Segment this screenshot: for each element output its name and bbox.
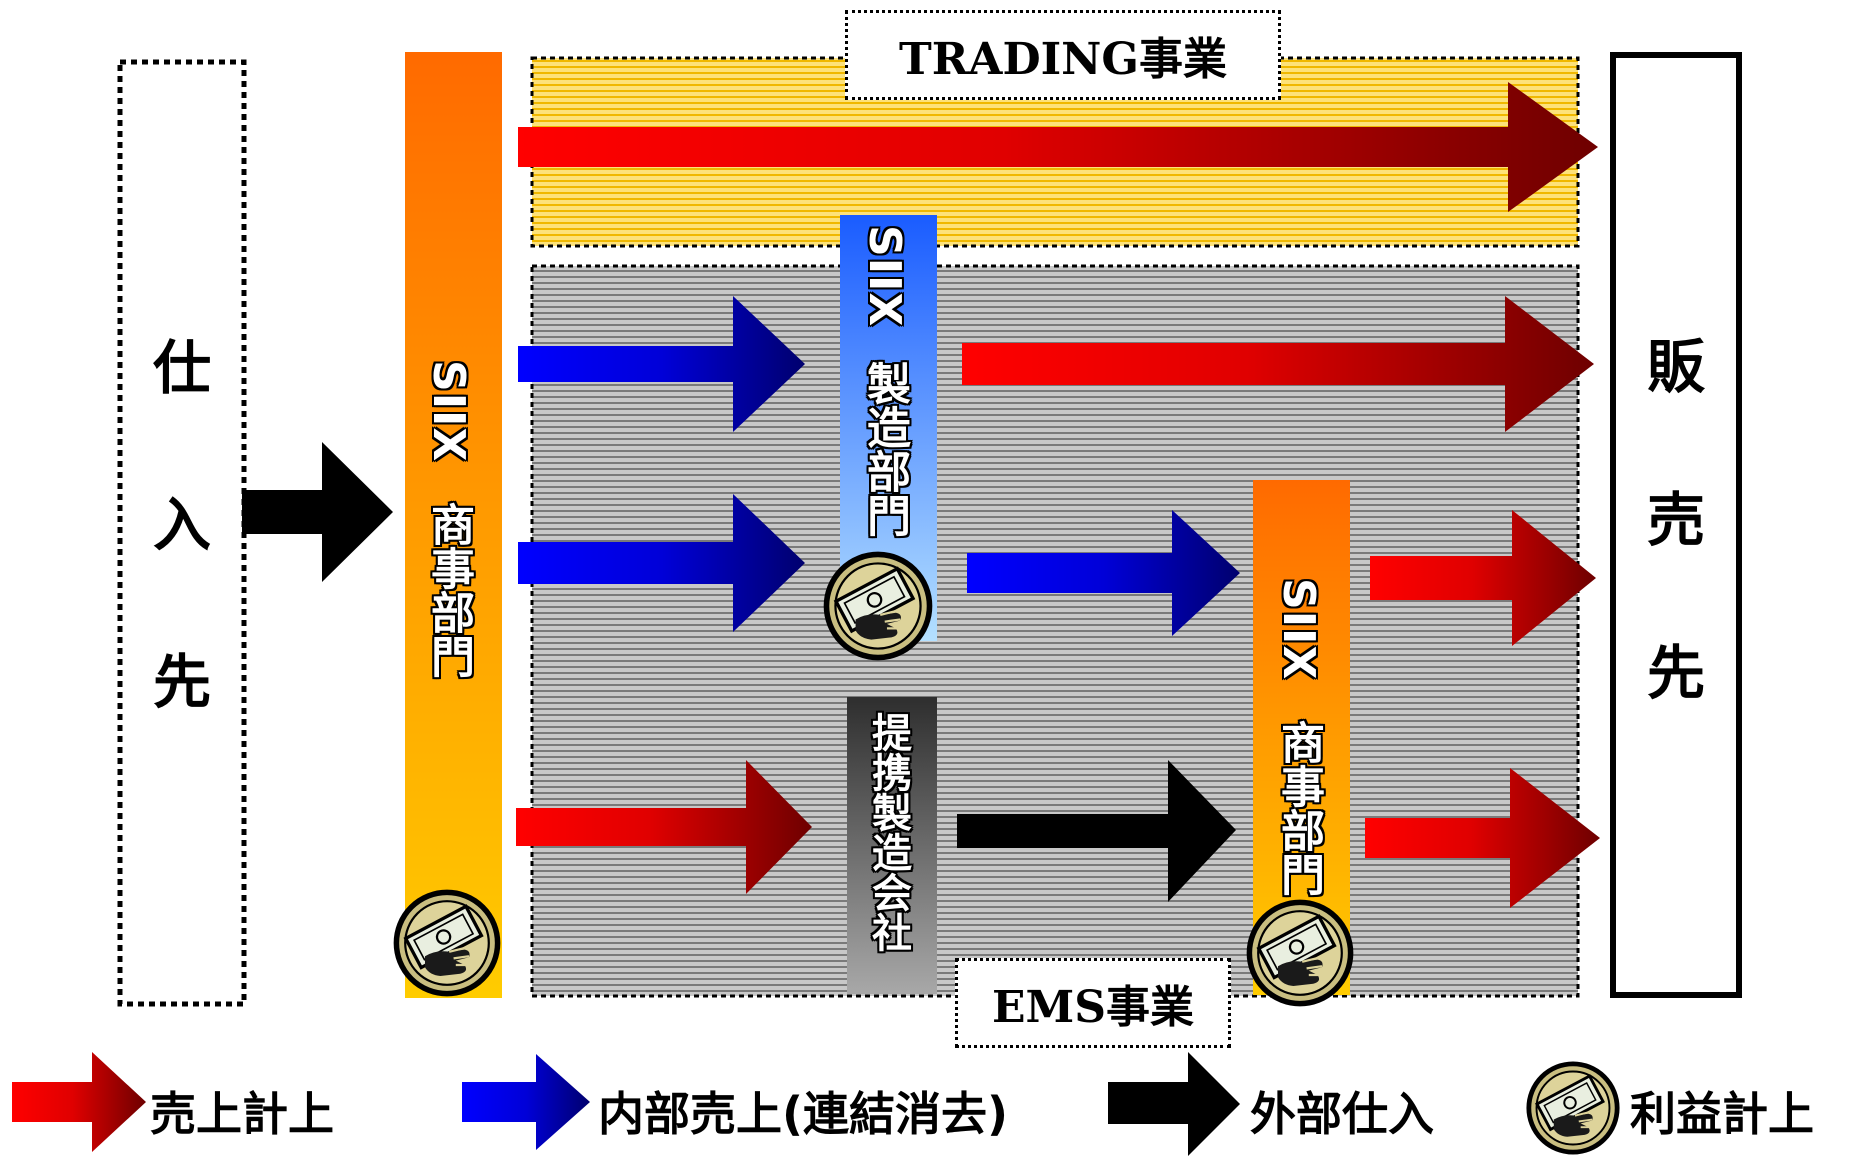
siix-trade-left-label: SIIX 商事部門 xyxy=(423,360,474,679)
profit-icon-manufacturing xyxy=(826,554,929,657)
legend-profit-icon xyxy=(1529,1064,1617,1152)
siix-manufacturing-en: SIIX xyxy=(859,225,910,328)
ems-band xyxy=(530,264,1580,998)
siix-trade-left-en: SIIX xyxy=(423,360,474,463)
sales-arrow-ems-3 xyxy=(516,760,812,894)
sales-arrow-manufacturing xyxy=(962,296,1594,432)
supplier-label: 仕 入 先 xyxy=(152,334,211,716)
partner-manufacturer-ja: 提携製造会社 xyxy=(865,712,911,952)
purchase-arrow-partner xyxy=(957,760,1236,902)
siix-manufacturing-label: SIIX 製造部門 xyxy=(859,225,910,538)
trading-section-label: TRADING事業 xyxy=(845,10,1281,100)
supplier-box xyxy=(117,59,247,1007)
siix-trade-right-label: SIIX 商事部門 xyxy=(1273,578,1324,897)
siix-trade-right-en: SIIX xyxy=(1273,578,1324,681)
partner-manufacturer-label: 提携製造会社 xyxy=(865,712,911,952)
internal-arrow-ems-1 xyxy=(518,296,805,432)
sales-arrow-trading xyxy=(518,82,1598,212)
internal-arrow-mfg-to-trade xyxy=(967,510,1240,636)
customer-label: 販 売 先 xyxy=(1646,332,1705,708)
purchase-arrow-supplier xyxy=(242,442,393,582)
internal-arrow-ems-2 xyxy=(518,494,805,632)
profit-icon-right xyxy=(1249,902,1350,1003)
profit-icon-left xyxy=(396,892,497,993)
legend-purchase-arrow xyxy=(1108,1052,1240,1156)
legend-internal-label: 内部売上(連結消去) xyxy=(598,1087,1009,1141)
sales-arrow-right-upper xyxy=(1370,510,1596,646)
bar-partner-manufacturer xyxy=(847,697,937,994)
legend-sales-arrow xyxy=(12,1052,146,1152)
legend-internal-arrow xyxy=(462,1054,590,1150)
siix-trade-right-ja: 商事部門 xyxy=(1273,720,1324,897)
sales-arrow-right-lower xyxy=(1365,768,1600,908)
legend-profit-label: 利益計上 xyxy=(1630,1087,1814,1141)
customer-box xyxy=(1610,52,1742,998)
siix-trade-left-ja: 商事部門 xyxy=(423,502,474,679)
ems-section-label: EMS事業 xyxy=(955,958,1231,1048)
legend-purchase-label: 外部仕入 xyxy=(1250,1087,1434,1141)
bar-siix-trade-left xyxy=(405,52,502,998)
siix-manufacturing-ja: 製造部門 xyxy=(859,361,910,538)
legend-sales-label: 売上計上 xyxy=(150,1087,334,1141)
